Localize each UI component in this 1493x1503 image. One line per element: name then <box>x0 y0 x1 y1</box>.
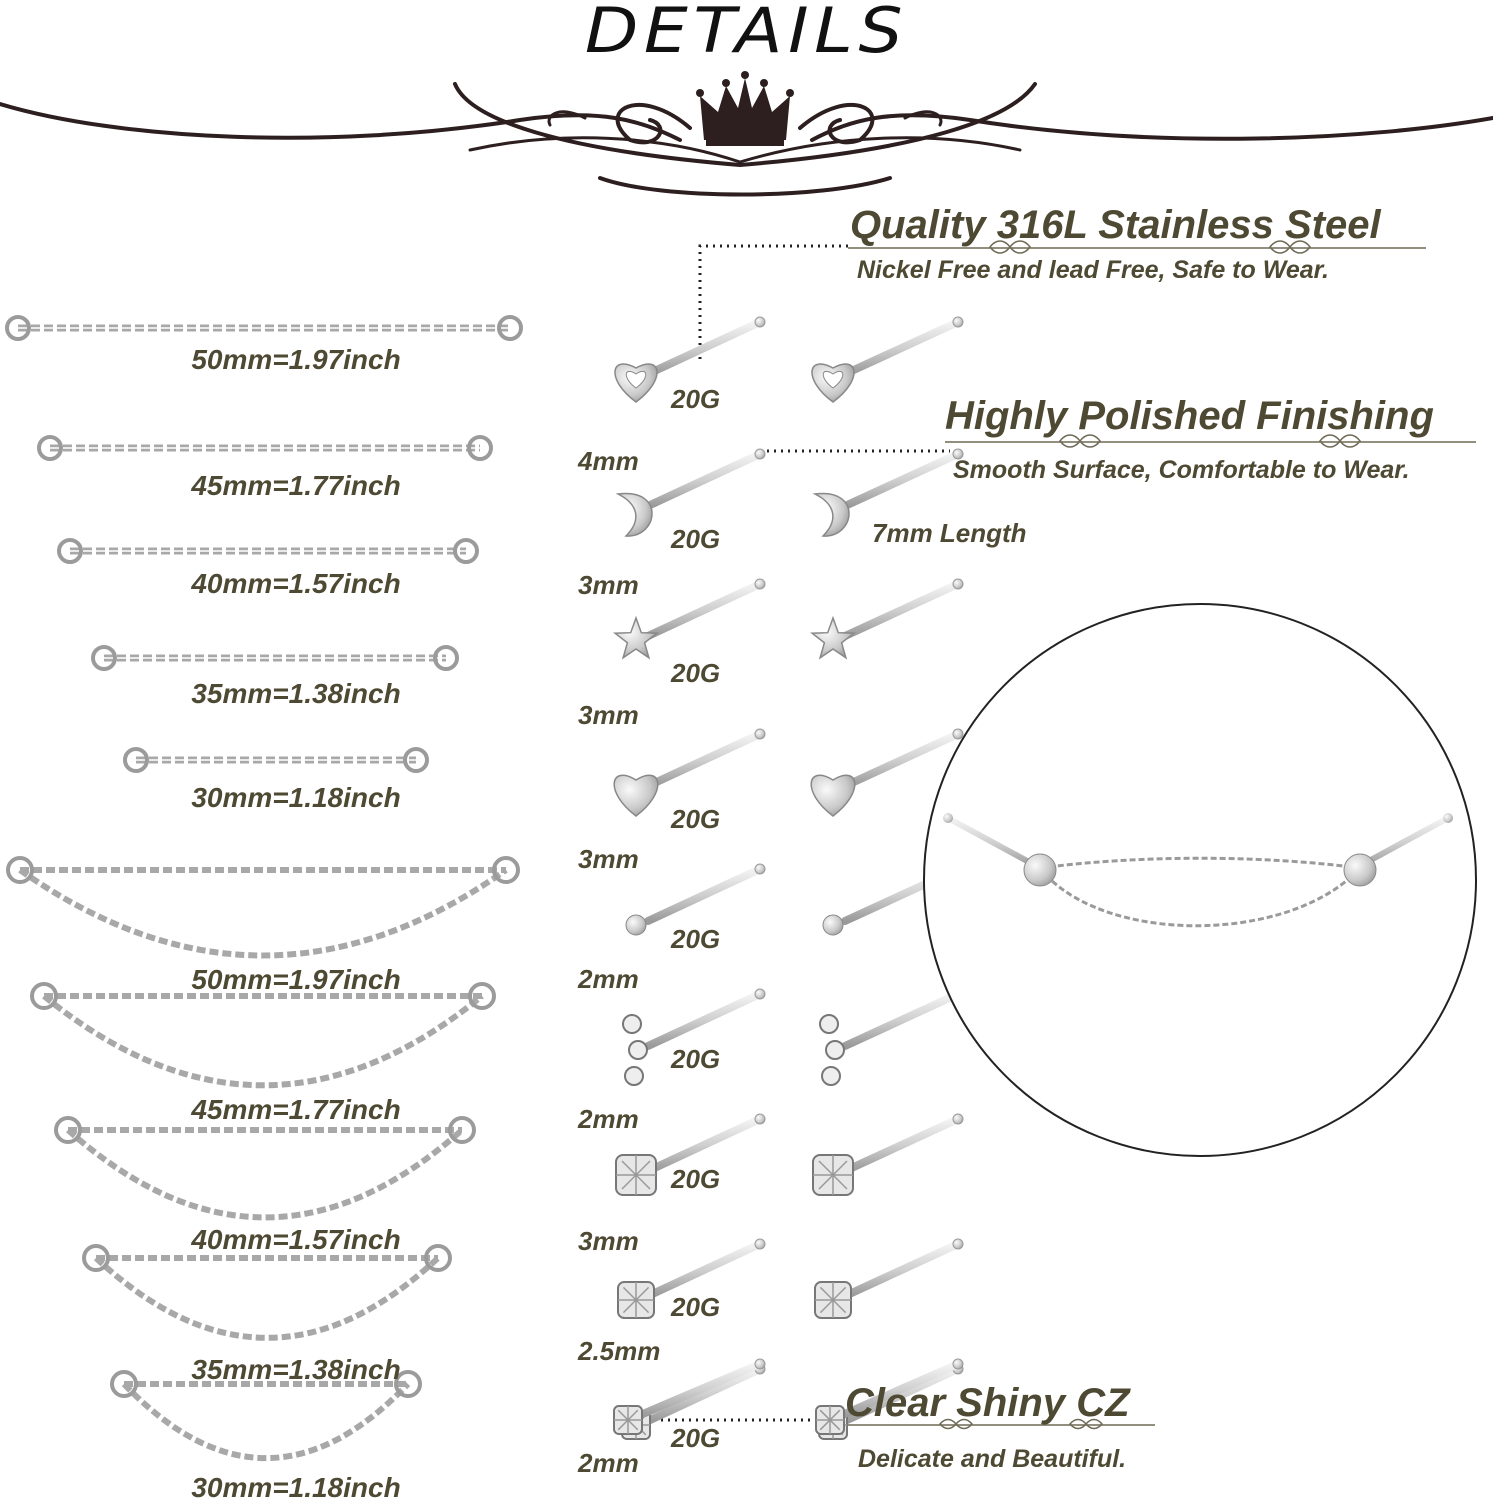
single-chain-4 <box>91 645 459 671</box>
single-chain-5 <box>123 747 429 773</box>
size-label: 2mm <box>578 1448 639 1478</box>
nose-stud-heart-outline-1 <box>614 316 766 403</box>
single-chain-length-label: 40mm=1.57inch <box>191 568 401 599</box>
gauge-label: 20G <box>671 658 721 688</box>
length-note: 7mm Length <box>872 518 1027 548</box>
double-chain-length-label: 40mm=1.57inch <box>191 1224 401 1255</box>
single-chain-length-label: 50mm=1.97inch <box>191 344 401 375</box>
feature-title-cz: Clear Shiny CZ <box>845 1381 1130 1425</box>
nose-stud-cz-medium-2 <box>814 1238 964 1319</box>
gauge-label: 20G <box>671 804 721 834</box>
zoom-inset <box>923 603 1477 1157</box>
single-chain-length-label: 45mm=1.77inch <box>191 470 401 501</box>
size-label: 4mm <box>578 446 639 476</box>
size-label: 3mm <box>578 570 639 600</box>
nose-stud-triple-cz-1 <box>622 988 766 1086</box>
nose-stud-cz-tiny-1 <box>613 1358 766 1435</box>
size-label: 3mm <box>578 1226 639 1256</box>
crown-icon <box>696 71 794 146</box>
double-chain-length-label: 35mm=1.38inch <box>191 1354 401 1385</box>
size-label: 2mm <box>578 1104 639 1134</box>
nose-stud-cz-medium-1 <box>617 1238 766 1319</box>
size-label: 2mm <box>578 964 639 994</box>
size-label: 2.5mm <box>578 1336 661 1366</box>
double-chain-length-label: 45mm=1.77inch <box>191 1094 401 1125</box>
double-chain-4 <box>82 1244 452 1341</box>
nose-stud-moon-2 <box>812 448 964 537</box>
feature-subtitle-cz: Delicate and Beautiful. <box>858 1445 1127 1473</box>
nose-stud-heart-outline-2 <box>811 316 964 403</box>
nose-stud-cz-large-1 <box>615 1113 766 1196</box>
single-chain-length-label: 35mm=1.38inch <box>191 678 401 709</box>
gauge-label: 20G <box>671 1044 721 1074</box>
double-chain-3 <box>54 1116 476 1221</box>
feature-subtitle-polished: Smooth Surface, Comfortable to Wear. <box>953 456 1410 484</box>
feature-title-polished: Highly Polished Finishing <box>945 394 1434 438</box>
double-chain-2 <box>30 982 496 1089</box>
nose-stud-ball-1 <box>625 863 766 936</box>
nose-stud-moon-1 <box>615 448 766 537</box>
double-chain-length-label: 30mm=1.18inch <box>191 1472 401 1503</box>
gauge-label: 20G <box>671 924 721 954</box>
nose-stud-cz-tiny-2 <box>815 1358 964 1435</box>
nose-stud-star-1 <box>613 578 766 660</box>
gauge-label: 20G <box>671 1164 721 1194</box>
feature-underlines <box>845 240 1476 1430</box>
double-chain-length-label: 50mm=1.97inch <box>191 964 401 995</box>
feature-title-steel: Quality 316L Stainless Steel <box>850 203 1381 247</box>
double-chain-5 <box>110 1370 422 1462</box>
gauge-label: 20G <box>671 1423 721 1453</box>
single-chain-1 <box>5 315 523 341</box>
gauge-label: 20G <box>671 1292 721 1322</box>
gauge-label: 20G <box>671 384 721 414</box>
single-chain-3 <box>57 538 479 564</box>
single-chain-2 <box>37 435 493 461</box>
feature-subtitle-steel: Nickel Free and lead Free, Safe to Wear. <box>857 256 1329 284</box>
nose-stud-cz-large-2 <box>812 1113 964 1196</box>
page-title: DETAILS <box>584 0 909 67</box>
single-chain-length-label: 30mm=1.18inch <box>191 782 401 813</box>
size-label: 3mm <box>578 844 639 874</box>
nose-stud-star-2 <box>810 578 964 660</box>
gauge-label: 20G <box>671 524 721 554</box>
nose-stud-triple-cz-2 <box>819 988 964 1086</box>
size-label: 3mm <box>578 700 639 730</box>
title-ornament <box>0 82 1493 197</box>
nose-stud-heart-2 <box>810 728 964 817</box>
leader-lines <box>640 244 950 1422</box>
double-chain-1 <box>6 856 520 959</box>
nose-stud-heart-1 <box>613 728 766 817</box>
